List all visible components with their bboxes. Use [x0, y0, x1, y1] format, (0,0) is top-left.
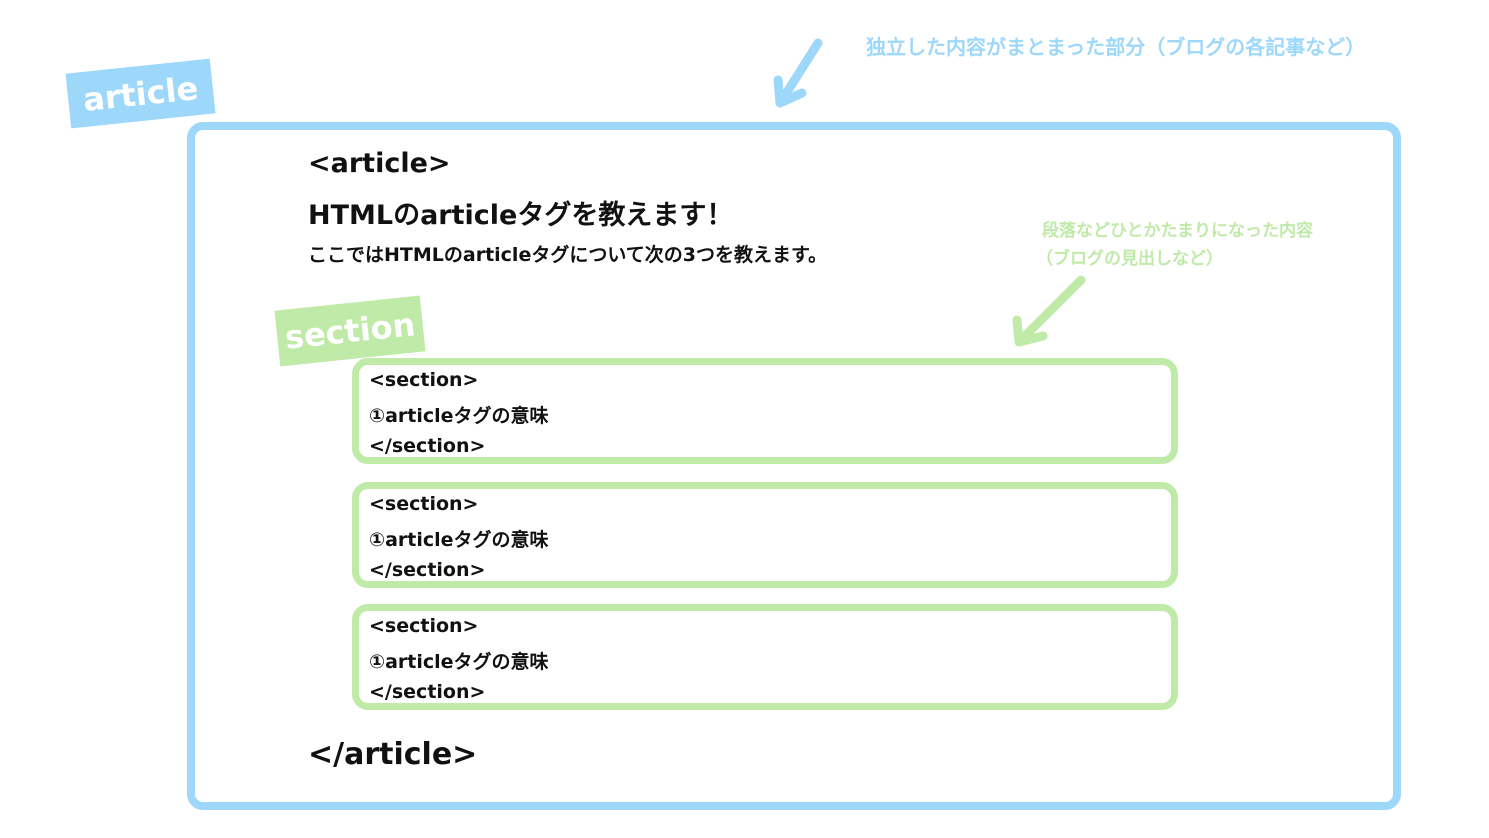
section-open-tag: <section> [369, 493, 479, 515]
article-lead: ここではHTMLのarticleタグについて次の3つを教えます。 [308, 244, 828, 266]
article-arrow-icon [773, 38, 823, 108]
article-label: article [65, 58, 216, 129]
section-arrow-icon [1012, 275, 1086, 347]
section-text: ①articleタグの意味 [369, 405, 549, 427]
section-close-tag: </section> [369, 681, 486, 703]
section-box: <section> ①articleタグの意味 </section> [352, 358, 1178, 464]
section-text: ①articleタグの意味 [369, 529, 549, 551]
article-box [187, 122, 1401, 810]
section-box: <section> ①articleタグの意味 </section> [352, 482, 1178, 588]
article-close-tag: </article> [308, 737, 478, 772]
section-close-tag: </section> [369, 435, 486, 457]
section-text: ①articleタグの意味 [369, 651, 549, 673]
section-close-tag: </section> [369, 559, 486, 581]
section-open-tag: <section> [369, 615, 479, 637]
section-open-tag: <section> [369, 369, 479, 391]
article-title: HTMLのarticleタグを教えます！ [308, 200, 734, 231]
section-note-line1: 段落などひとかたまりになった内容 [1042, 221, 1313, 241]
article-open-tag: <article> [308, 148, 451, 179]
section-box: <section> ①articleタグの意味 </section> [352, 604, 1178, 710]
section-note-line2: （ブログの見出しなど） [1036, 249, 1223, 269]
article-note: 独立した内容がまとまった部分（ブログの各記事など） [866, 35, 1366, 59]
